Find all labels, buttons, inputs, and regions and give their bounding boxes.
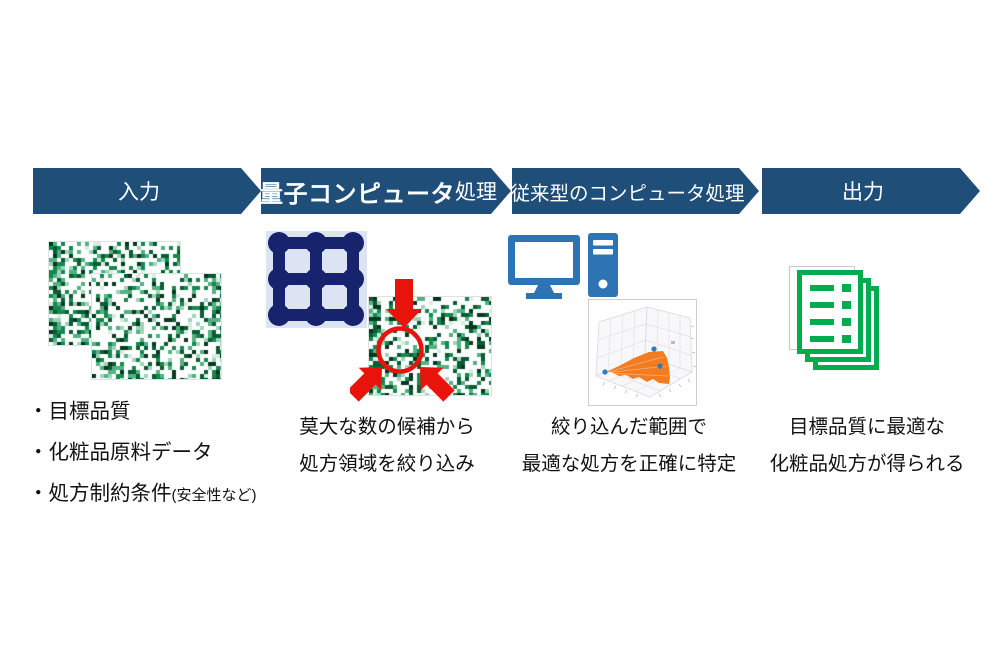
bullet-text: ・化粧品原料データ xyxy=(28,441,213,464)
step-header-label: 出力 xyxy=(842,181,884,204)
quantum-step-caption: 莫大な数の候補から 処方領域を絞り込み xyxy=(262,409,512,483)
arrow-up-left-icon xyxy=(420,367,455,402)
caption-line: 最適な処方を正確に特定 xyxy=(521,453,737,475)
bullet-item: ・目標品質 xyxy=(28,392,257,433)
step-header-input: 入力 xyxy=(33,168,261,214)
stacked-documents-icon xyxy=(786,264,894,374)
desktop-computer-icon xyxy=(508,233,618,299)
arrow-up-right-icon xyxy=(350,367,382,402)
caption-line: 目標品質に最適な xyxy=(788,416,945,438)
data-point xyxy=(651,346,657,352)
bullet-text: ・処方制約条件 xyxy=(28,482,172,505)
step-header-label: 従来型のコンピュータ処理 xyxy=(510,182,745,205)
orange-surface xyxy=(604,351,670,384)
document-page-1 xyxy=(797,270,863,354)
caption-line: 処方領域を絞り込み xyxy=(299,453,475,475)
output-step-caption: 目標品質に最適な 化粧品処方が得られる xyxy=(754,409,980,483)
3d-optimization-plot-image xyxy=(588,299,697,406)
caption-line: 莫大な数の候補から xyxy=(299,416,475,438)
step-header-classical: 従来型のコンピュータ処理 xyxy=(512,168,759,214)
step-header-bold-label: 量子コンピュータ xyxy=(259,180,455,208)
data-point xyxy=(657,363,663,369)
3d-plot-canvas xyxy=(594,306,697,398)
bullet-item: ・処方制約条件(安全性など) xyxy=(28,474,257,515)
bullet-item: ・化粧品原料データ xyxy=(28,433,257,474)
bullet-note: (安全性など) xyxy=(171,487,257,504)
caption-line: 化粧品処方が得られる xyxy=(769,453,965,475)
classical-step-caption: 絞り込んだ範囲で 最適な処方を正確に特定 xyxy=(500,409,758,483)
focus-circle-icon xyxy=(376,326,424,374)
arrow-down-icon xyxy=(386,279,422,328)
ingredient-heatmap-image-2 xyxy=(91,273,222,380)
step-header-quantum: 量子コンピュータ処理 xyxy=(261,168,511,214)
heatmap-focus-annotation-image xyxy=(350,279,496,403)
step-header-label: 入力 xyxy=(118,181,160,204)
input-bullet-list: ・目標品質 ・化粧品原料データ ・処方制約条件(安全性など) xyxy=(28,392,257,515)
qubit-lattice-icon xyxy=(266,231,367,328)
step-header-output: 出力 xyxy=(762,168,980,214)
caption-line: 絞り込んだ範囲で xyxy=(550,416,707,438)
data-point xyxy=(602,369,608,375)
focus-annotations xyxy=(350,279,455,402)
bullet-text: ・目標品質 xyxy=(28,400,131,423)
step-header-label: 処理 xyxy=(455,181,497,204)
